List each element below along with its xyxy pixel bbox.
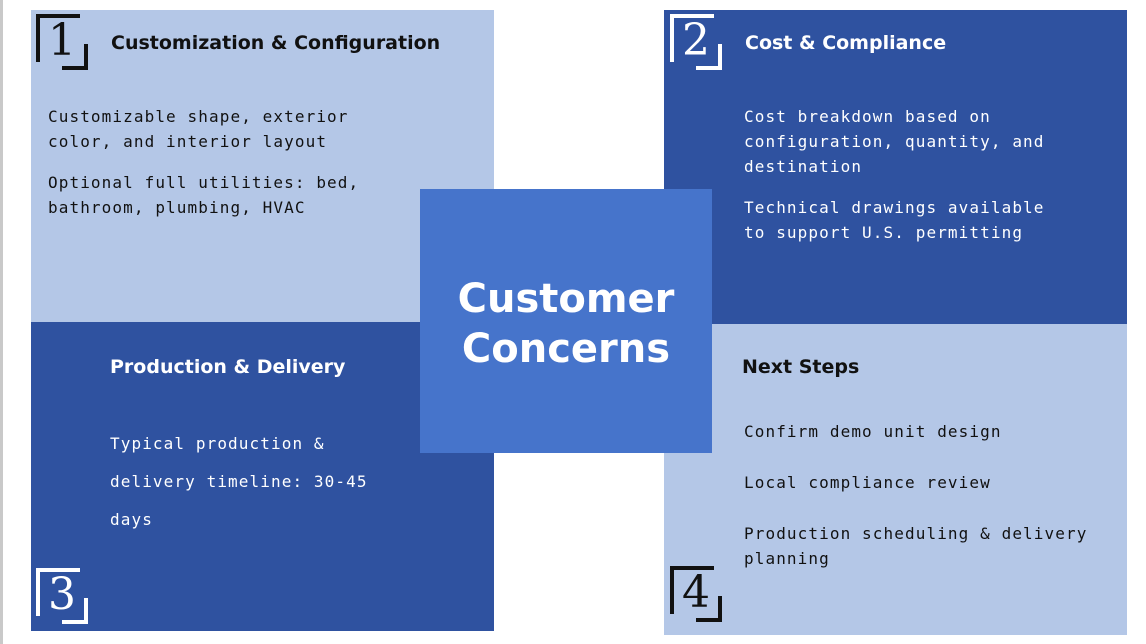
section-number-2: 2 xyxy=(670,14,722,70)
list-item: Cost breakdown based on configuration, q… xyxy=(744,107,1045,176)
section-number-4: 4 xyxy=(670,566,722,622)
section-body-next-steps: Confirm demo unit design Local complianc… xyxy=(744,419,1094,587)
section-number-1: 1 xyxy=(36,14,88,70)
panel-cost xyxy=(664,10,1127,324)
list-item: Technical drawings available to support … xyxy=(744,198,1045,242)
section-heading-cost: Cost & Compliance xyxy=(745,32,947,54)
section-body-customization: Customizable shape, exterior color, and … xyxy=(48,104,418,236)
center-box: Customer Concerns xyxy=(420,189,712,453)
panel-next-steps xyxy=(664,324,1127,635)
list-item: Confirm demo unit design xyxy=(744,422,1002,441)
list-item: Typical production & delivery timeline: … xyxy=(110,434,368,529)
list-item: Production scheduling & delivery plannin… xyxy=(744,524,1088,568)
section-heading-customization: Customization & Configuration xyxy=(111,32,441,54)
list-item: Optional full utilities: bed, bathroom, … xyxy=(48,173,360,217)
panel-customization xyxy=(31,10,494,322)
list-item: Local compliance review xyxy=(744,473,991,492)
list-item: Customizable shape, exterior color, and … xyxy=(48,107,349,151)
section-body-cost: Cost breakdown based on configuration, q… xyxy=(744,104,1074,261)
section-body-production: Typical production & delivery timeline: … xyxy=(110,425,410,555)
page-edge xyxy=(0,0,3,644)
section-heading-production: Production & Delivery xyxy=(110,356,346,378)
section-number-3: 3 xyxy=(36,568,88,624)
section-heading-next-steps: Next Steps xyxy=(742,356,860,378)
panel-production xyxy=(31,322,494,631)
center-title: Customer Concerns xyxy=(457,276,675,372)
